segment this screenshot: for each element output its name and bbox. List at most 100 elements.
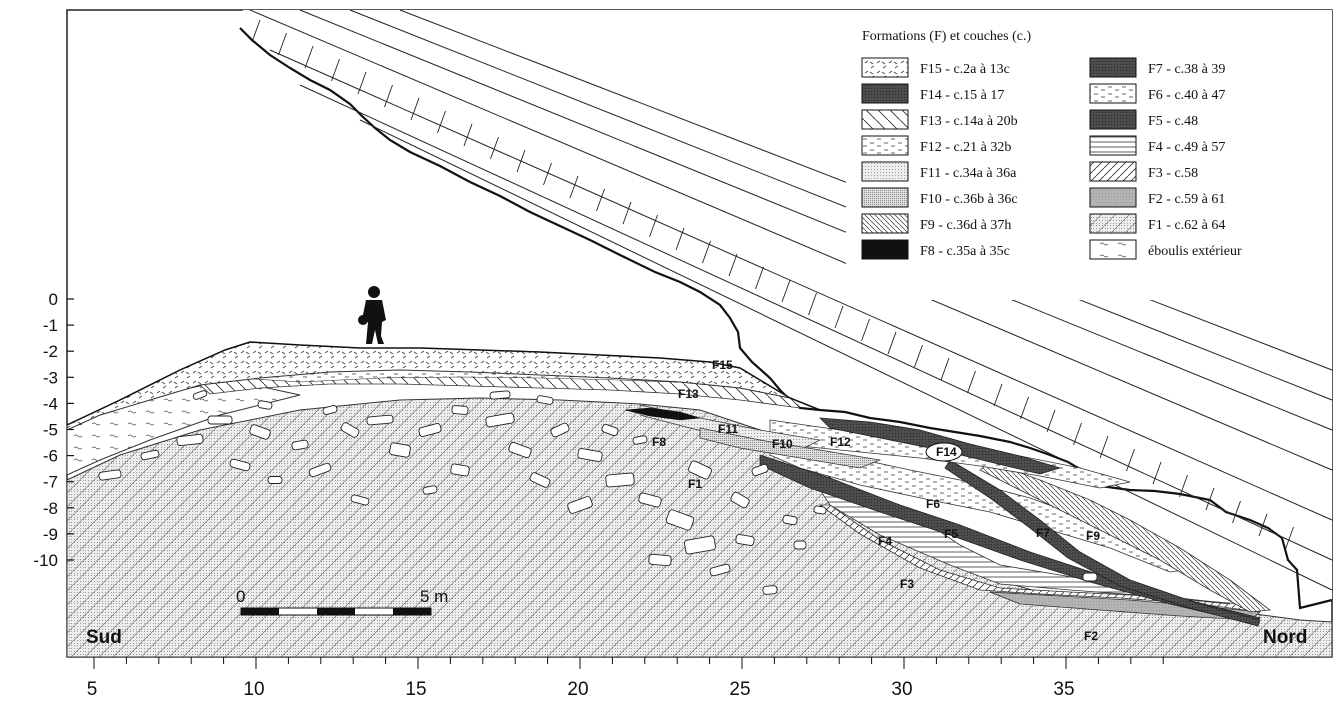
- layer-f8: [624, 407, 701, 421]
- bedding-line: [299, 84, 1333, 561]
- joint-line: [887, 331, 897, 355]
- x-tick-label: 10: [243, 679, 264, 700]
- legend-swatch: [1089, 135, 1137, 156]
- legend-swatch: [861, 161, 909, 182]
- rock-block: [735, 534, 755, 546]
- x-tick-label: 5: [87, 679, 98, 700]
- rock-block: [508, 441, 532, 459]
- scale-bar: 0 5 m: [236, 587, 448, 616]
- joint-line: [357, 71, 367, 95]
- rock-block: [98, 469, 122, 481]
- joint-line: [993, 383, 1003, 407]
- layer-f2: [989, 591, 1262, 621]
- layer-label: F4: [878, 534, 892, 548]
- legend-swatch: [1089, 213, 1137, 234]
- rock-block: [536, 395, 554, 405]
- rock-blocks: [98, 390, 1098, 595]
- rock-block: [450, 463, 470, 477]
- legend-swatch: [861, 57, 909, 78]
- joint-line: [967, 370, 976, 394]
- x-tick-label: 20: [567, 679, 588, 700]
- x-tick-label: 25: [729, 679, 750, 700]
- rock-block: [601, 423, 619, 437]
- rock-block: [192, 390, 208, 400]
- layer-f3: [818, 504, 1261, 613]
- joint-line: [1232, 500, 1241, 524]
- layer-label: F12: [830, 435, 851, 449]
- legend-label: éboulis extérieur: [1148, 244, 1242, 259]
- legend: Formations (F) et couches (c.) F15 - c.2…: [846, 14, 1332, 300]
- legend-label: F14 - c.15 à 17: [920, 88, 1004, 103]
- joint-line: [808, 292, 817, 316]
- x-tick-label: 35: [1053, 679, 1074, 700]
- joint-line: [278, 32, 287, 56]
- legend-swatch: [861, 109, 909, 130]
- bedding-line: [249, 9, 1333, 471]
- rock-block: [308, 462, 332, 478]
- joint-line: [490, 136, 499, 160]
- bedding-line: [299, 9, 1333, 431]
- joint-line: [463, 123, 473, 147]
- rock-block: [489, 390, 511, 400]
- legend-swatch: [861, 213, 909, 234]
- y-tick-label: -2: [43, 342, 58, 361]
- rock-block: [730, 491, 750, 509]
- legend-swatch: [1089, 109, 1137, 130]
- rock-block: [751, 463, 769, 477]
- joint-line: [728, 253, 738, 277]
- y-tick-label: -3: [43, 368, 58, 387]
- legend-label: F13 - c.14a à 20b: [920, 114, 1018, 129]
- rock-block: [793, 540, 807, 550]
- legend-label: F2 - c.59 à 61: [1148, 192, 1225, 207]
- x-tick-label: 30: [891, 679, 912, 700]
- ground-surface: [66, 341, 821, 426]
- y-tick-label: -7: [43, 473, 58, 492]
- rock-block: [322, 405, 338, 415]
- joint-line: [1073, 422, 1082, 446]
- joint-line: [622, 201, 632, 225]
- rock-block: [632, 435, 648, 445]
- legend-swatch: [861, 239, 909, 260]
- y-tick-label: -10: [33, 551, 58, 570]
- rock-block: [605, 472, 635, 488]
- layer-label: F3: [900, 577, 914, 591]
- layer-label: F2: [1084, 629, 1098, 643]
- legend-label: F4 - c.49 à 57: [1148, 140, 1225, 155]
- legend-label: F11 - c.34a à 36a: [920, 166, 1017, 181]
- legend-swatch: [1089, 161, 1137, 182]
- joint-line: [781, 279, 791, 303]
- rock-block: [207, 415, 233, 425]
- layer-label: F1: [688, 477, 702, 491]
- joint-line: [861, 318, 870, 342]
- joint-line: [1179, 474, 1188, 498]
- legend-swatch: [861, 83, 909, 104]
- rock-block: [762, 585, 778, 595]
- joint-line: [834, 305, 844, 329]
- rock-block: [665, 509, 695, 531]
- layer-label: F6: [926, 497, 940, 511]
- y-tick-label: -4: [43, 394, 58, 413]
- joint-line: [1258, 513, 1268, 537]
- rock-block: [350, 494, 370, 506]
- legend-swatch: [861, 187, 909, 208]
- joint-line: [1205, 487, 1215, 511]
- rock-block: [340, 422, 360, 438]
- legend-label: F15 - c.2a à 13c: [920, 62, 1010, 77]
- legend-label: F1 - c.62 à 64: [1148, 218, 1225, 233]
- layer-label: F11: [718, 422, 738, 436]
- rock-block: [229, 458, 251, 472]
- y-axis: 0-1-2-3-4-5-6-7-8-9-10: [33, 290, 74, 570]
- legend-label: F5 - c.48: [1148, 114, 1198, 129]
- rock-block: [422, 485, 438, 495]
- legend-swatch: [1089, 239, 1137, 260]
- rock-block: [638, 492, 662, 508]
- joint-line: [516, 149, 526, 173]
- rock-block: [567, 496, 593, 514]
- legend-label: F7 - c.38 à 39: [1148, 62, 1225, 77]
- y-tick-label: -1: [43, 316, 58, 335]
- rock-block: [176, 434, 204, 446]
- joint-line: [1126, 448, 1135, 472]
- label-north: Nord: [1263, 627, 1307, 648]
